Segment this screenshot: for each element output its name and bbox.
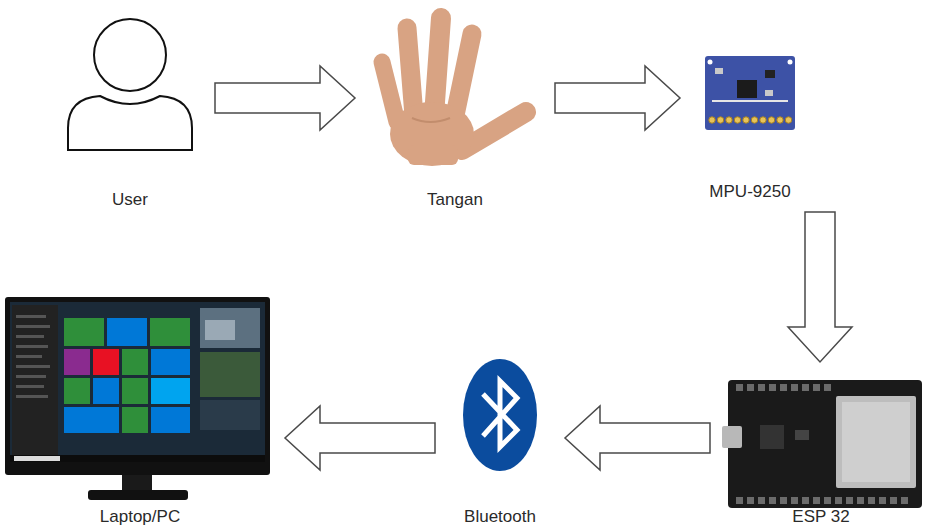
sensor-board — [705, 56, 795, 130]
node-label: ESP 32 — [790, 507, 851, 527]
node-label: MPU-9250 — [707, 182, 792, 202]
block-arrow — [215, 66, 355, 130]
node-label: Bluetooth — [462, 507, 538, 527]
block-arrow — [555, 66, 680, 130]
block-arrow — [565, 406, 710, 470]
icon-node: User — [55, 10, 205, 210]
icon-node: Tangan — [365, 5, 545, 210]
node-label: Laptop/PC — [98, 507, 182, 527]
bluetooth-logo — [463, 359, 537, 471]
node-label: User — [110, 190, 150, 210]
user-icon — [68, 19, 192, 150]
icon-node: Bluetooth — [445, 352, 555, 527]
block-arrow — [285, 406, 435, 470]
esp32-board — [722, 380, 922, 508]
node-label: Tangan — [425, 190, 485, 210]
icon-node: Laptop/PC — [5, 292, 275, 527]
block-arrow — [788, 212, 852, 362]
icon-node: ESP 32 — [720, 372, 922, 527]
monitor-icon — [5, 297, 270, 500]
hand-palm — [390, 102, 474, 166]
icon-node: MPU-9250 — [690, 45, 810, 202]
